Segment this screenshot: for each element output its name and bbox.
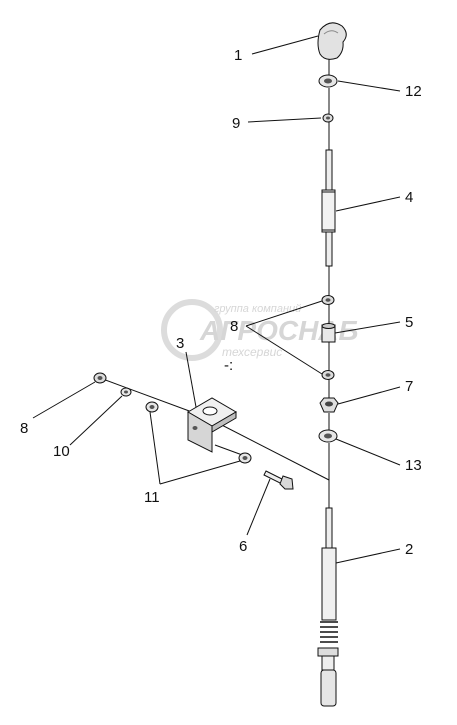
assembly-axis: [99, 50, 330, 508]
axis-nut-lower-part: [321, 370, 335, 380]
callout-bolt: 6: [239, 538, 247, 555]
upper-rod-part: [321, 149, 336, 267]
small-nut-part: [322, 113, 334, 123]
washer-pair-upper-part: [145, 401, 159, 413]
knob-part: [317, 22, 347, 60]
callout-leaders: [32, 35, 401, 564]
top-washer-part: [318, 74, 338, 88]
nut-left-part: [93, 372, 107, 384]
washer-pair-lower-part: [238, 452, 252, 464]
callout-small-nut: 9: [232, 115, 240, 132]
callout-upper-rod: 4: [405, 189, 413, 206]
callout-bracket: 3: [176, 335, 184, 352]
coupling-part: [321, 323, 336, 343]
washer-left-part: [120, 387, 132, 397]
lower-washer-part: [318, 429, 338, 443]
callout-nut-group: 8: [230, 318, 238, 335]
callout-hex-nut: 7: [405, 378, 413, 395]
bolt-part: [263, 470, 294, 490]
callout-lower-rod: 2: [405, 541, 413, 558]
callout-washer-pair: 11: [144, 489, 160, 506]
callout-washer-lower: 13: [405, 457, 422, 474]
callout-coupling: 5: [405, 314, 413, 331]
axis-nut-upper-part: [321, 295, 335, 305]
stray-mark: -:: [224, 357, 233, 374]
callout-knob: 1: [234, 47, 242, 64]
watermark-top-line: группа компаний: [214, 303, 301, 315]
callout-washer-top: 12: [405, 83, 422, 100]
lower-rod-part: [317, 507, 339, 707]
callout-washer-left: 10: [53, 443, 70, 460]
hex-nut-part: [319, 397, 339, 413]
watermark-bottom-line: техсервис: [222, 345, 282, 359]
callout-labels: 1 12 9 4 8 5 3 7 13 8 10 11 6 2: [20, 47, 422, 558]
callout-nut-left: 8: [20, 420, 28, 437]
bracket-part: [187, 397, 237, 453]
